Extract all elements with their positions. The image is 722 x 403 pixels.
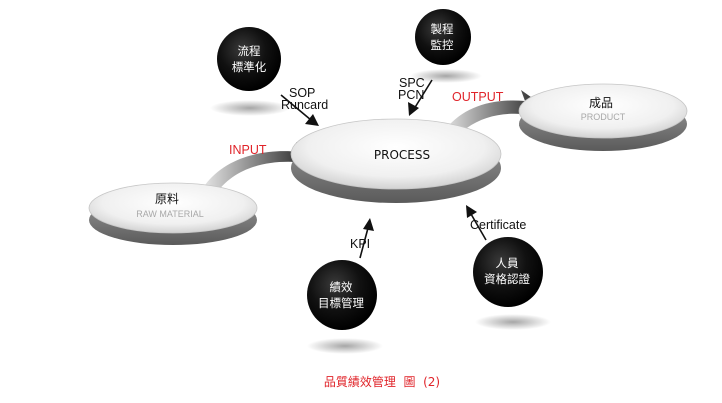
product-subtitle: PRODUCT — [581, 112, 626, 122]
raw-material-disc: 原料 RAW MATERIAL — [88, 182, 258, 245]
raw-material-subtitle: RAW MATERIAL — [136, 209, 204, 219]
process-title: PROCESS — [374, 148, 430, 162]
certificate-label: Certificate — [470, 218, 526, 232]
runcard-label: Runcard — [281, 98, 328, 112]
personnel-line-2: 資格認證 — [484, 272, 530, 286]
performance-line-2: 目標管理 — [318, 296, 364, 310]
personnel-line-1: 人員 — [496, 256, 519, 270]
pcn-label: PCN — [398, 88, 424, 102]
process-control-ball-shadow — [410, 69, 482, 83]
input-label: INPUT — [229, 143, 267, 157]
spc-pointer-arrow — [408, 79, 433, 116]
kpi-label: KPI — [350, 237, 370, 251]
product-title: 成品 — [589, 96, 613, 110]
personnel-ball-shadow — [475, 314, 551, 330]
process-control-ball: 製程 監控 — [415, 9, 471, 65]
flow-ball-shadow — [210, 100, 290, 116]
performance-management-ball: 績效 目標管理 — [307, 260, 377, 330]
personnel-certification-ball: 人員 資格認證 — [473, 237, 543, 307]
flow-standardization-ball: 流程 標準化 — [217, 27, 281, 91]
product-disc: 成品 PRODUCT — [518, 83, 688, 151]
sop-label: SOP — [289, 86, 315, 100]
process-control-line-2: 監控 — [431, 38, 454, 52]
spc-label: SPC — [399, 76, 425, 90]
output-label: OUTPUT — [452, 90, 504, 104]
kpi-pointer-arrow — [359, 218, 374, 259]
flow-line-1: 流程 — [238, 44, 261, 58]
process-control-line-1: 製程 — [431, 22, 454, 36]
raw-material-title: 原料 — [155, 192, 179, 206]
performance-ball-shadow — [307, 338, 383, 354]
figure-caption: 品質績效管理 圖 (2) — [324, 374, 440, 389]
performance-line-1: 績效 — [330, 280, 353, 294]
process-disc: PROCESS — [290, 118, 502, 203]
certificate-pointer-arrow — [466, 205, 487, 241]
sop-pointer-arrow — [280, 94, 319, 126]
flow-line-2: 標準化 — [232, 60, 267, 74]
